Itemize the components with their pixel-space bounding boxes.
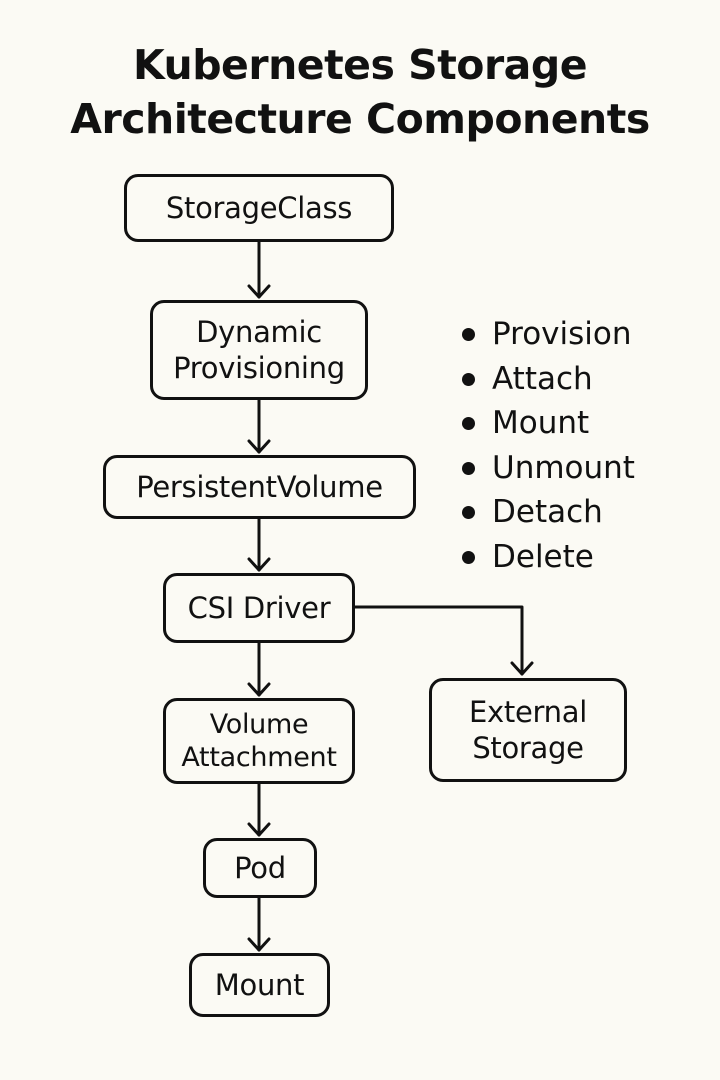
diagram-title-line-1: Kubernetes Storage xyxy=(132,41,588,89)
bullet-icon xyxy=(462,372,475,386)
operation-item: Unmount xyxy=(460,446,635,491)
edge-dynamic-provisioning-to-persistentvolume xyxy=(247,398,271,454)
operation-label: Mount xyxy=(492,405,590,442)
operation-label: Attach xyxy=(492,360,593,397)
operation-label: Delete xyxy=(492,538,594,575)
bullet-icon xyxy=(462,550,475,564)
operation-label: Detach xyxy=(492,494,603,531)
edge-volume-attachment-to-pod xyxy=(247,782,271,837)
mount-label: Mount xyxy=(214,968,305,1002)
dynamic-provisioning-label-line-2: Provisioning xyxy=(173,351,345,385)
operation-label: Unmount xyxy=(492,449,635,486)
edge-persistentvolume-to-csi-driver xyxy=(247,517,271,572)
storageclass-node: StorageClass xyxy=(124,174,394,242)
edge-storageclass-to-dynamic-provisioning xyxy=(247,240,271,299)
edge-csi-driver-to-volume-attachment xyxy=(247,641,271,697)
external-storage-label-line-1: External xyxy=(469,695,587,729)
external-storage-node: External Storage xyxy=(429,678,627,782)
persistentvolume-node: PersistentVolume xyxy=(103,455,416,519)
persistentvolume-label: PersistentVolume xyxy=(136,470,383,504)
bullet-icon xyxy=(462,328,475,341)
pod-label: Pod xyxy=(234,851,286,885)
storageclass-label: StorageClass xyxy=(165,191,353,225)
pod-node: Pod xyxy=(203,838,317,898)
bullet-icon xyxy=(462,506,475,520)
mount-node: Mount xyxy=(189,953,330,1017)
volume-attachment-label-line-1: Volume xyxy=(209,709,309,740)
operation-label: Provision xyxy=(492,316,632,352)
bullet-icon xyxy=(462,417,475,431)
csi-driver-label: CSI Driver xyxy=(187,591,331,625)
operation-item: Detach xyxy=(460,490,635,535)
operation-item: Attach xyxy=(460,357,635,402)
csi-driver-node: CSI Driver xyxy=(163,573,355,643)
operation-item: Provision xyxy=(460,312,635,357)
diagram-title-line-2: Architecture Components xyxy=(70,95,650,143)
operation-item: Delete xyxy=(460,535,635,580)
volume-attachment-node: Volume Attachment xyxy=(163,698,355,784)
dynamic-provisioning-label-line-1: Dynamic xyxy=(196,315,322,349)
edge-csi-driver-to-external-storage xyxy=(353,605,534,676)
dynamic-provisioning-node: Dynamic Provisioning xyxy=(150,300,368,400)
bullet-icon xyxy=(462,461,475,475)
volume-attachment-label-line-2: Attachment xyxy=(181,742,337,773)
operations-list: Provision Attach Mount Unmount Detach De… xyxy=(460,312,635,580)
operation-item: Mount xyxy=(460,401,635,446)
external-storage-label-line-2: Storage xyxy=(472,731,584,765)
edge-pod-to-mount xyxy=(247,896,271,952)
